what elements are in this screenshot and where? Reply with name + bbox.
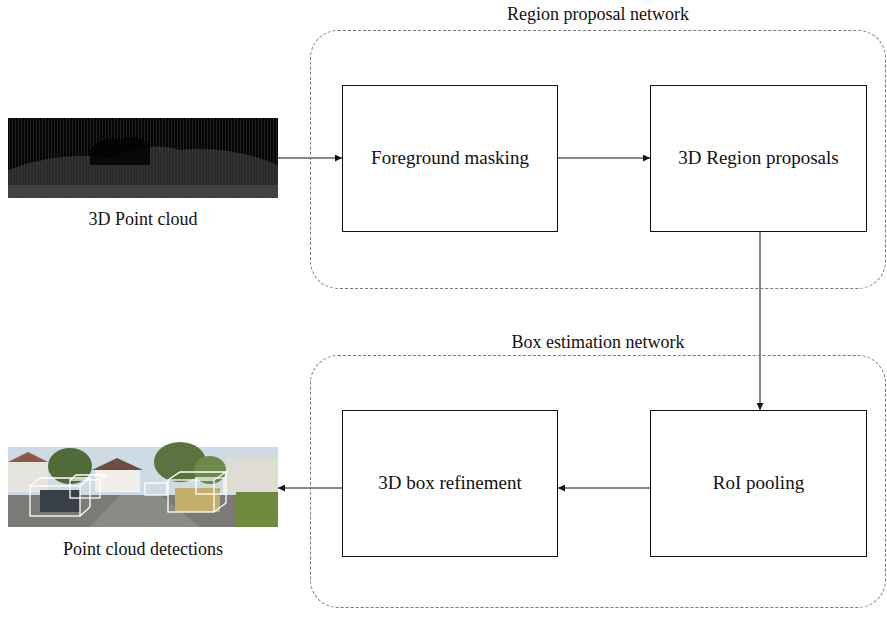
box-label: RoI pooling	[713, 472, 804, 495]
image-area	[8, 447, 278, 527]
flow-arrow	[558, 158, 650, 159]
image-panel: Point cloud detections	[8, 447, 278, 560]
point-cloud-image	[8, 118, 278, 198]
flow-arrow	[558, 488, 650, 489]
region-title: Region proposal network	[310, 4, 886, 25]
box-label: Foreground masking	[371, 147, 529, 170]
network-region: Region proposal networkForeground maskin…	[310, 0, 886, 289]
box-label: 3D box refinement	[378, 472, 522, 495]
process-box: 3D Region proposals	[650, 85, 867, 232]
flow-arrow	[760, 232, 761, 410]
process-box: Foreground masking	[342, 85, 558, 232]
process-box: RoI pooling	[650, 410, 867, 557]
region-title: Box estimation network	[310, 332, 886, 353]
image-panel: 3D Point cloud	[8, 118, 278, 230]
image-caption: 3D Point cloud	[8, 209, 278, 230]
box-label: 3D Region proposals	[678, 147, 838, 170]
image-area	[8, 118, 278, 198]
detection-image	[8, 442, 278, 527]
network-region: Box estimation network 3D box refinement R…	[310, 329, 886, 608]
process-box: 3D box refinement	[342, 410, 558, 557]
image-caption: Point cloud detections	[8, 539, 278, 560]
